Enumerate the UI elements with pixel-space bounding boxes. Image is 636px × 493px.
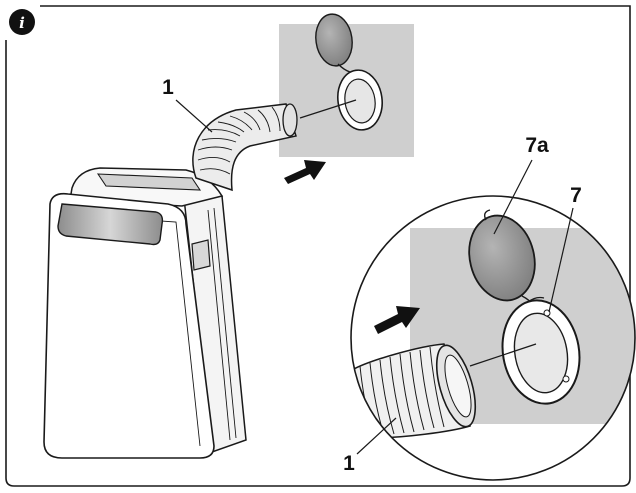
info-badge: i bbox=[9, 9, 35, 35]
figure-frame bbox=[5, 5, 631, 487]
label-hose-top: 1 bbox=[162, 76, 174, 99]
label-ring: 7 bbox=[570, 184, 582, 207]
detail-ring bbox=[501, 296, 581, 405]
info-icon-glyph: i bbox=[19, 14, 25, 32]
exhaust-hose-detail bbox=[351, 343, 477, 439]
label-cap-leader bbox=[493, 159, 533, 235]
unit-side-handle bbox=[191, 239, 211, 271]
unit-air-outlet bbox=[57, 203, 164, 246]
top-wall-ring bbox=[337, 69, 383, 131]
top-leader-line bbox=[299, 99, 357, 119]
label-hose-bottom-leader bbox=[356, 417, 397, 455]
detail-cap bbox=[468, 209, 536, 307]
top-wall-section bbox=[279, 13, 414, 157]
arrow-detail-icon bbox=[374, 306, 420, 334]
arrow-top-icon bbox=[284, 160, 326, 184]
detail-leader-line bbox=[469, 343, 537, 367]
label-ring-leader bbox=[548, 207, 574, 313]
exhaust-hose-top bbox=[192, 103, 298, 192]
label-hose-top-leader bbox=[175, 99, 213, 133]
top-wall-cap bbox=[315, 13, 353, 73]
air-conditioner-unit bbox=[43, 167, 247, 459]
label-hose-bottom: 1 bbox=[343, 452, 355, 475]
info-icon bbox=[9, 9, 35, 35]
detail-magnifier bbox=[350, 195, 636, 481]
label-cap: 7a bbox=[525, 134, 549, 157]
